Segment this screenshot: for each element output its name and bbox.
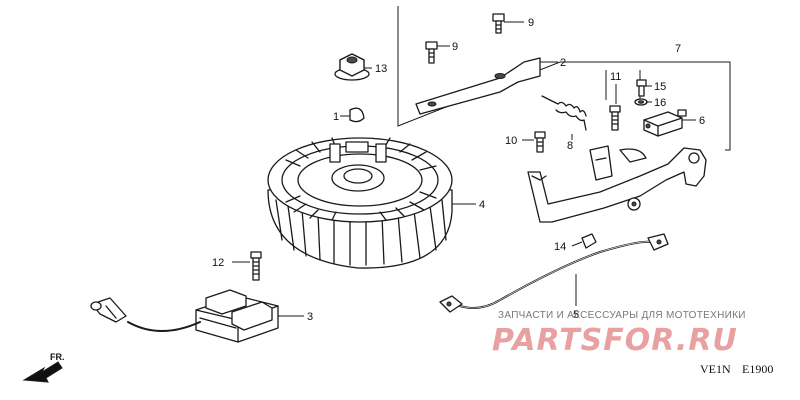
bolt-part-right (609, 105, 621, 131)
callout-1: 1 (333, 111, 339, 123)
bolt-part-left (534, 131, 546, 153)
stop-switch-part (643, 109, 687, 137)
watermark: ЗАПЧАСТИ И АКСЕССУАРЫ ДЛЯ МОТОТЕХНИКИ PA… (492, 310, 746, 358)
front-direction-label: FR. (50, 352, 65, 362)
watermark-caption: ЗАПЧАСТИ И АКСЕССУАРЫ ДЛЯ МОТОТЕХНИКИ (498, 310, 746, 321)
bolt-part-coil (250, 251, 262, 281)
woodruff-key-part (349, 107, 365, 123)
callout-numbers: 13 1 2 3 4 5 6 7 8 9 9 10 11 12 14 15 16 (212, 17, 705, 323)
ignition-coil-part (90, 289, 279, 343)
callout-leaders (232, 21, 696, 317)
lever-plate-part (415, 57, 541, 115)
callout-4: 4 (479, 199, 485, 211)
callout-10: 10 (505, 135, 517, 147)
watermark-logo: PARTSFOR.RU (492, 323, 738, 358)
diagram-code: VE1N E1900 (700, 362, 773, 376)
callout-9-lower: 9 (452, 41, 458, 53)
callout-6: 6 (699, 115, 705, 127)
stop-wire-part (439, 233, 669, 313)
wire-clip-part (581, 233, 597, 249)
callout-2: 2 (560, 57, 566, 69)
callout-11: 11 (610, 71, 621, 83)
brake-arm-assembly-part (527, 145, 707, 223)
flywheel-part (267, 137, 453, 269)
callout-5: 5 (573, 309, 579, 321)
screw-washer-part (634, 79, 648, 106)
flange-nut-part (334, 53, 370, 81)
diagram-code-right: E1900 (742, 362, 773, 376)
front-direction-marker: FR. (22, 352, 65, 383)
diagram-code-left: VE1N (700, 362, 731, 376)
callout-15: 15 (654, 81, 666, 93)
bolt-part-upper (492, 13, 505, 34)
bolt-part-lower (425, 41, 438, 64)
callout-13: 13 (375, 63, 387, 75)
callout-9-upper: 9 (528, 17, 534, 29)
callout-8: 8 (567, 140, 573, 152)
callout-12: 12 (212, 257, 224, 269)
callout-14: 14 (554, 241, 566, 253)
callout-3: 3 (307, 311, 313, 323)
spring-part (541, 95, 587, 131)
callout-16: 16 (654, 97, 666, 109)
callout-7: 7 (675, 43, 681, 55)
